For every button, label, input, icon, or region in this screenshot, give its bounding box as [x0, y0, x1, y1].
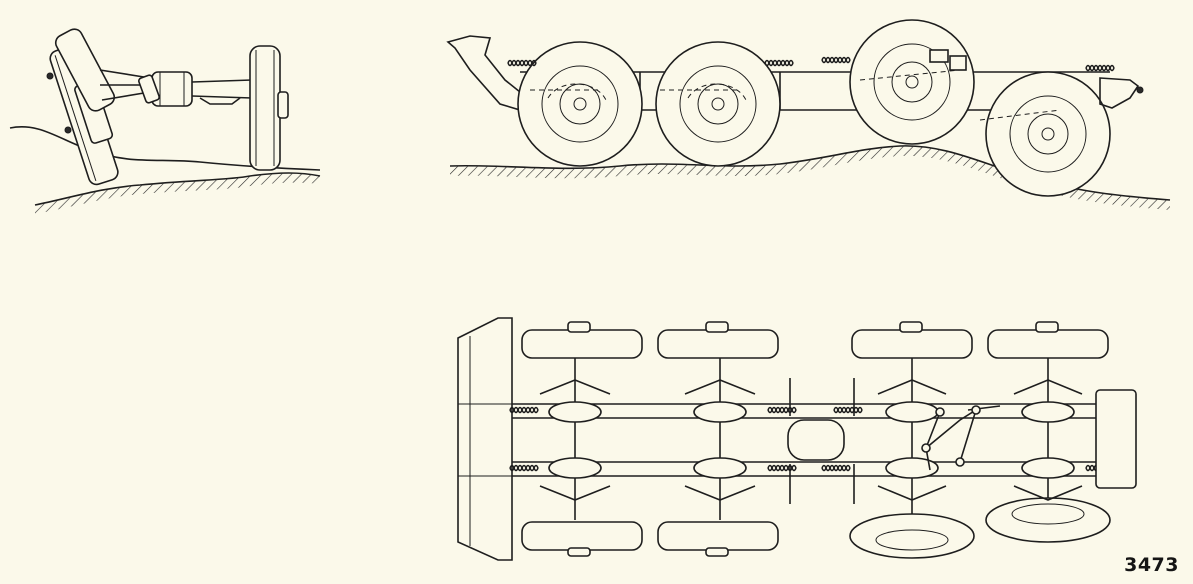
plan-spring-1: [509, 406, 539, 414]
plan-rear-bracket: [1095, 389, 1137, 489]
side-wheel-4: [985, 71, 1111, 197]
central-frame-opening: [787, 419, 845, 461]
plan-spring-5: [833, 406, 863, 414]
side-spring-4: [1085, 64, 1115, 72]
side-wheel-2: [655, 41, 781, 167]
side-elevation-view: [446, 19, 1171, 210]
plan-chassis-rails: [512, 403, 1100, 477]
upright-wheel: [249, 45, 289, 171]
plan-wheel-top-3: [851, 321, 973, 359]
differential-housing: [151, 71, 193, 107]
side-spring-1: [507, 59, 537, 67]
front-blade: [457, 317, 513, 561]
plan-spring-3: [767, 406, 797, 414]
front-axle-articulation-view: [9, 28, 321, 214]
side-wheel-3: [849, 19, 975, 145]
plan-wheel-bottom-4-steered: [985, 497, 1111, 543]
tilted-wheel-upper: [54, 28, 116, 112]
side-wheel-1: [517, 41, 643, 167]
side-spring-3: [821, 56, 851, 64]
plan-spring-4: [767, 464, 797, 472]
plan-wheel-bottom-3-steered: [849, 513, 975, 559]
front-frame-horn: [446, 35, 521, 112]
plan-spring-2: [509, 464, 539, 472]
plan-wheel-bottom-1: [521, 521, 643, 557]
plan-wheel-top-4: [987, 321, 1109, 359]
plan-wheel-top-2: [657, 321, 779, 359]
plan-spring-6: [821, 464, 851, 472]
plan-wheel-bottom-2: [657, 521, 779, 557]
figure-number: 3473: [1124, 554, 1179, 576]
swing-axle: [99, 69, 151, 101]
plan-wheel-top-1: [521, 321, 643, 359]
side-spring-2: [764, 59, 794, 67]
plan-view: [457, 317, 1137, 561]
ground-hatching: [35, 173, 320, 214]
rear-bracket: [1099, 77, 1140, 109]
